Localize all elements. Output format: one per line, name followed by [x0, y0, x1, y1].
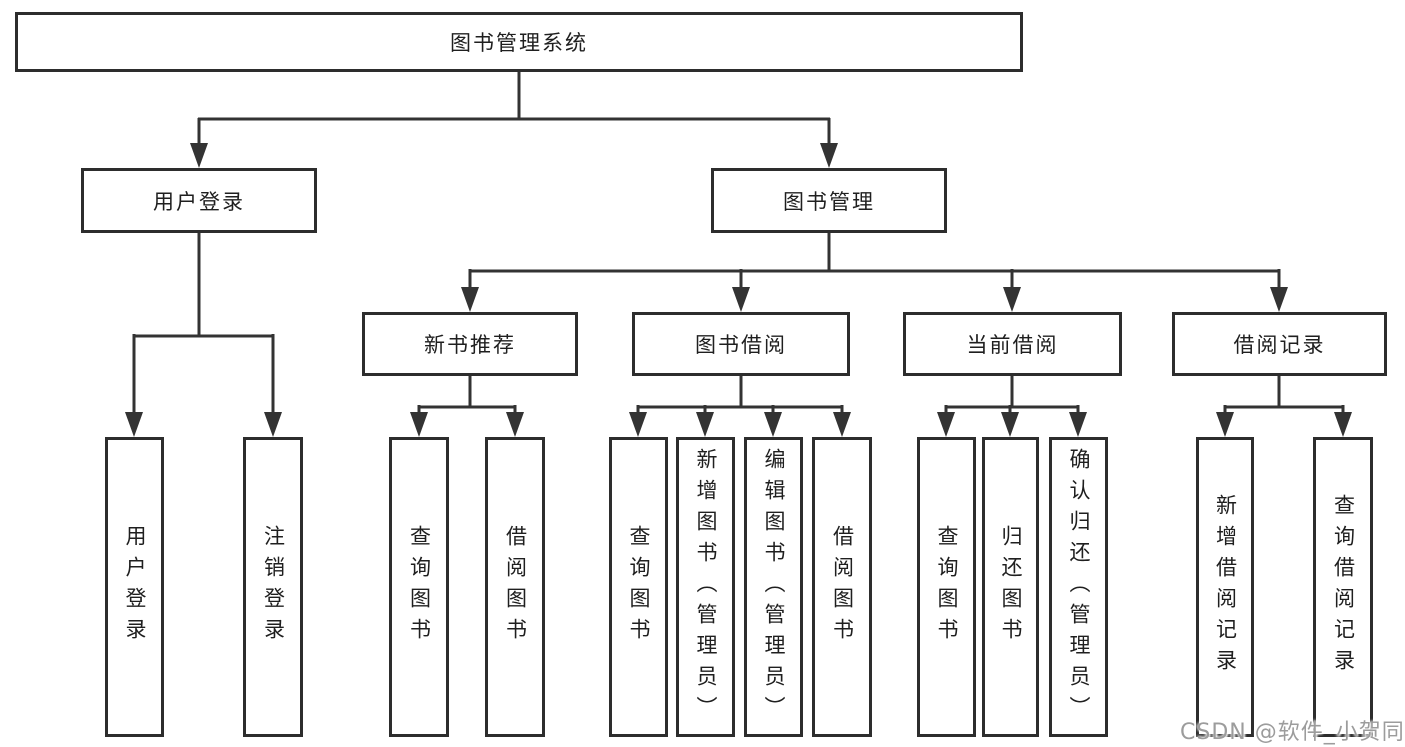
- node-borrowing-records: 借阅记录: [1172, 312, 1387, 376]
- connector-borrowing-records-branch: [1223, 376, 1345, 420]
- leaf-newbook-borrow-books-label: 借阅图书: [503, 525, 528, 649]
- leaf-newbook-query-books-label: 查询图书: [407, 525, 432, 649]
- leaf-current-confirm-return-admin-label: 确认归还（管理员）: [1067, 447, 1092, 727]
- connector-root-to-level2: [197, 70, 831, 150]
- leaf-borrowing-edit-books-admin-label: 编辑图书（管理员）: [762, 447, 787, 727]
- node-book-management: 图书管理: [711, 168, 947, 233]
- leaf-newbook-borrow-books: 借阅图书: [485, 437, 545, 737]
- leaf-current-confirm-return-admin: 确认归还（管理员）: [1049, 437, 1108, 737]
- leaf-newbook-query-books: 查询图书: [389, 437, 449, 737]
- node-book-borrowing: 图书借阅: [632, 312, 850, 376]
- leaf-borrowing-add-books-admin-label: 新增图书（管理员）: [694, 447, 719, 727]
- leaf-current-query-books: 查询图书: [917, 437, 976, 737]
- leaf-borrowing-query-books-label: 查询图书: [627, 525, 652, 649]
- connector-user-login-branch: [132, 233, 275, 420]
- arrowhead-icons: [125, 143, 1352, 437]
- leaf-borrowing-query-books: 查询图书: [609, 437, 668, 737]
- connector-book-borrowing-branch: [636, 376, 844, 420]
- node-user-login: 用户登录: [81, 168, 317, 233]
- leaf-borrowing-edit-books-admin: 编辑图书（管理员）: [744, 437, 803, 737]
- leaf-current-return-books: 归还图书: [982, 437, 1039, 737]
- leaf-borrowing-borrow-books-label: 借阅图书: [830, 525, 855, 649]
- leaf-logout: 注销登录: [243, 437, 303, 737]
- node-library-management-system: 图书管理系统: [15, 12, 1023, 72]
- connector-new-book-branch: [417, 376, 517, 420]
- leaf-borrowing-borrow-books: 借阅图书: [812, 437, 872, 737]
- watermark: CSDN @软件_小贺同学: [1180, 720, 1405, 745]
- node-current-borrowing: 当前借阅: [903, 312, 1122, 376]
- node-new-book-recommendation: 新书推荐: [362, 312, 578, 376]
- leaf-user-login: 用户登录: [105, 437, 164, 737]
- leaf-current-return-books-label: 归还图书: [999, 525, 1024, 649]
- leaf-records-query-record: 查询借阅记录: [1313, 437, 1373, 737]
- leaf-records-add-record: 新增借阅记录: [1196, 437, 1254, 737]
- leaf-current-query-books-label: 查询图书: [935, 525, 960, 649]
- leaf-logout-label: 注销登录: [261, 525, 286, 649]
- leaf-borrowing-add-books-admin: 新增图书（管理员）: [676, 437, 735, 737]
- leaf-records-query-record-label: 查询借阅记录: [1331, 494, 1356, 680]
- leaf-user-login-label: 用户登录: [123, 525, 148, 649]
- connector-book-management-branch: [468, 233, 1281, 295]
- leaf-records-add-record-label: 新增借阅记录: [1213, 494, 1238, 680]
